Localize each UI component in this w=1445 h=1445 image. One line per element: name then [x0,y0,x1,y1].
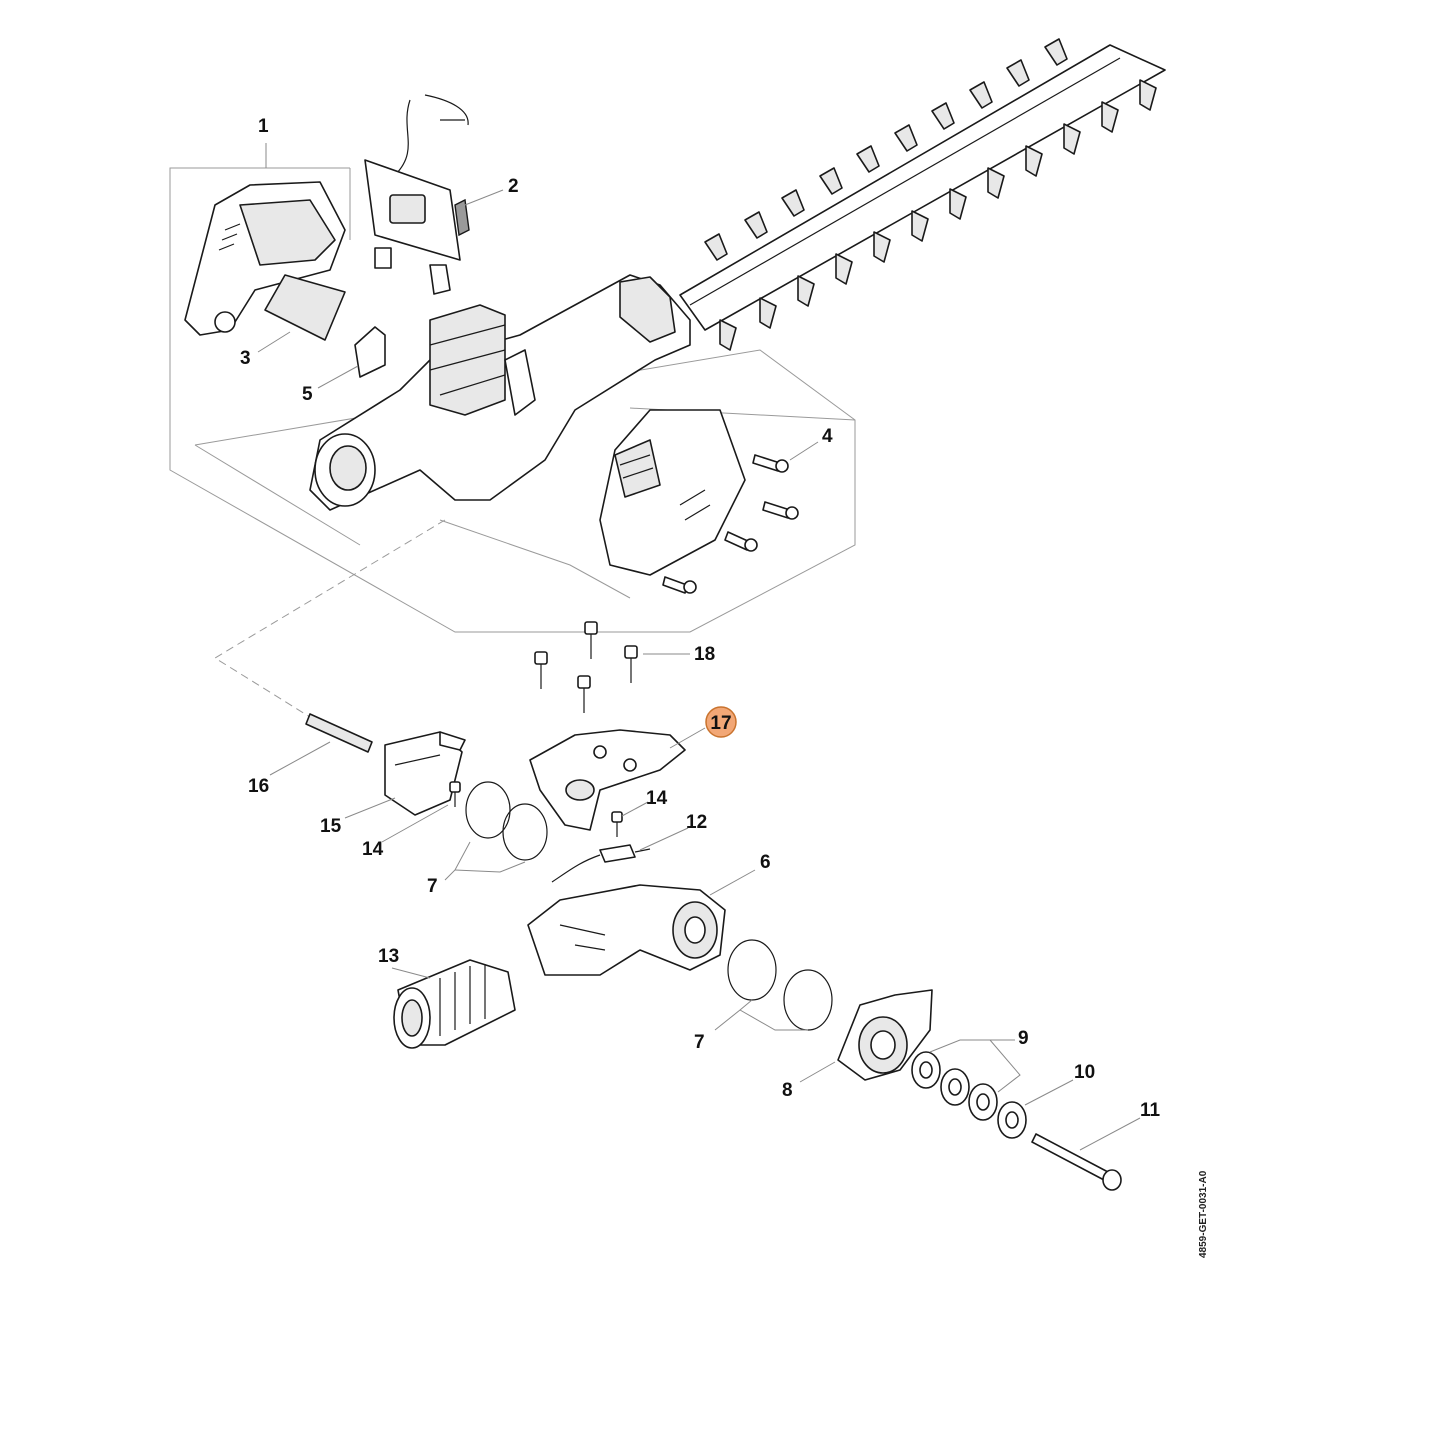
callout-18: 18 [694,644,715,665]
part-7-rings-lower [727,939,833,1031]
callout-8: 8 [782,1080,793,1101]
callout-15: 15 [320,816,342,837]
callout-1: 1 [258,116,269,137]
screws-18 [534,621,638,713]
screws-14 [449,781,623,837]
part-6-gear-housing [527,884,726,976]
washers-9 [911,1051,998,1121]
callout-labels: 1 2 3 5 4 18 17 16 15 14 14 12 7 6 13 7 … [240,116,1161,1121]
callout-17: 17 [710,713,731,734]
part-13-boot [393,959,516,1049]
callout-7-upper: 7 [427,876,438,897]
callout-10: 10 [1074,1062,1095,1083]
washer-10 [997,1101,1027,1139]
callout-13: 13 [378,946,399,967]
part-3-pad [264,274,346,341]
part-8-bearing-cover [837,989,933,1081]
part-15-clamp [384,731,466,816]
part-17-bracket [529,729,686,831]
hedge-blade [679,38,1166,351]
leader-lines [257,143,1141,1151]
callout-14-left: 14 [362,839,384,860]
callout-12: 12 [686,812,707,833]
callout-6: 6 [760,852,771,873]
part-4-side-cover [599,409,746,576]
part-5-switch [354,326,386,378]
callout-17-highlight: 17 [705,706,737,738]
callout-3: 3 [240,348,251,369]
callout-11: 11 [1140,1100,1161,1121]
part-16-pin [305,713,373,753]
callout-16: 16 [248,776,269,797]
callout-9: 9 [1018,1028,1029,1049]
part-7-rings-upper [465,781,548,861]
callout-7-lower: 7 [694,1032,705,1053]
main-housing [309,274,691,511]
callout-5: 5 [302,384,313,405]
part-11-bolt [1031,1133,1122,1191]
part-12-sensor [551,844,651,883]
document-code: 4859-GET-0031-A0 [1198,1170,1209,1258]
screws-4 [662,454,799,594]
callout-17-badge [705,706,737,738]
part-2-electronics [364,94,470,295]
callout-2: 2 [508,176,519,197]
callout-14-right: 14 [646,788,668,809]
part-1-cover [184,181,346,336]
callout-4: 4 [822,426,833,447]
